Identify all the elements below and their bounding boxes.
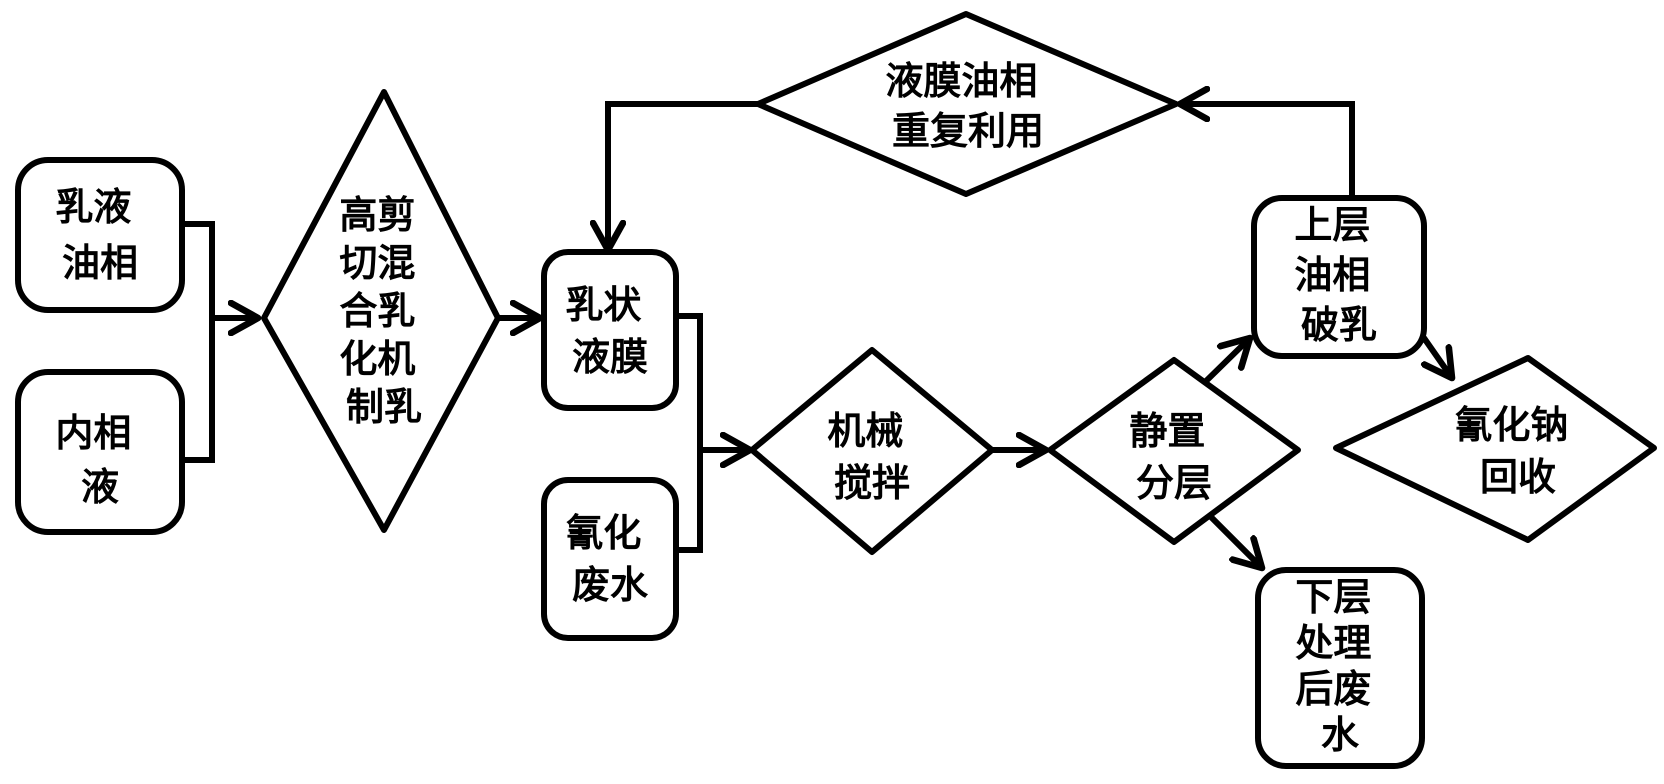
node-label: 静置 分层 bbox=[1129, 409, 1218, 505]
node-label: 下层 处理 后废 水 bbox=[1295, 575, 1384, 757]
node-settling-separation: 静置 分层 bbox=[1047, 357, 1301, 545]
node-label: 机械 搅拌 bbox=[827, 409, 916, 505]
node-mechanical-stirring: 机械 搅拌 bbox=[749, 347, 995, 555]
node-lower-treated-wastewater: 下层 处理 后废 水 bbox=[1255, 567, 1425, 769]
node-label: 氰化钠 回收 bbox=[1454, 403, 1581, 499]
node-label: 高剪 切混 合乳 化机 制乳 bbox=[339, 193, 428, 429]
edge-reuse-to-membrane bbox=[608, 101, 761, 250]
node-membrane-oil-reuse: 液膜油相 重复利用 bbox=[755, 11, 1179, 197]
edge-settling-to-upper bbox=[1199, 338, 1250, 388]
edge-upper-to-reuse bbox=[1180, 104, 1355, 201]
node-label: 乳液 油相 bbox=[55, 185, 144, 285]
node-label: 内相 液 bbox=[55, 411, 144, 509]
edge-membrane-wastewater-bracket bbox=[673, 313, 703, 553]
edge-settling-to-lower bbox=[1205, 511, 1262, 568]
node-cyanide-wastewater: 氰化 废水 bbox=[541, 477, 679, 641]
node-sodium-cyanide-recovery: 氰化钠 回收 bbox=[1333, 355, 1657, 543]
node-label: 氰化 废水 bbox=[565, 511, 654, 607]
node-high-shear-mixer: 高剪 切混 合乳 化机 制乳 bbox=[261, 89, 501, 533]
node-emulsion-oil-phase: 乳液 油相 bbox=[15, 157, 185, 313]
node-emulsion-liquid-membrane: 乳状 液膜 bbox=[541, 249, 679, 411]
node-label: 乳状 液膜 bbox=[565, 283, 654, 379]
edge-upper-to-recovery bbox=[1424, 335, 1452, 378]
node-label: 液膜油相 重复利用 bbox=[885, 59, 1050, 153]
node-inner-phase-liquid: 内相 液 bbox=[15, 369, 185, 535]
node-upper-oil-demulsify: 上层 油相 破乳 bbox=[1251, 195, 1427, 359]
node-label: 上层 油相 破乳 bbox=[1294, 203, 1383, 347]
edge-oil-phase-to-mixer bbox=[179, 221, 215, 463]
